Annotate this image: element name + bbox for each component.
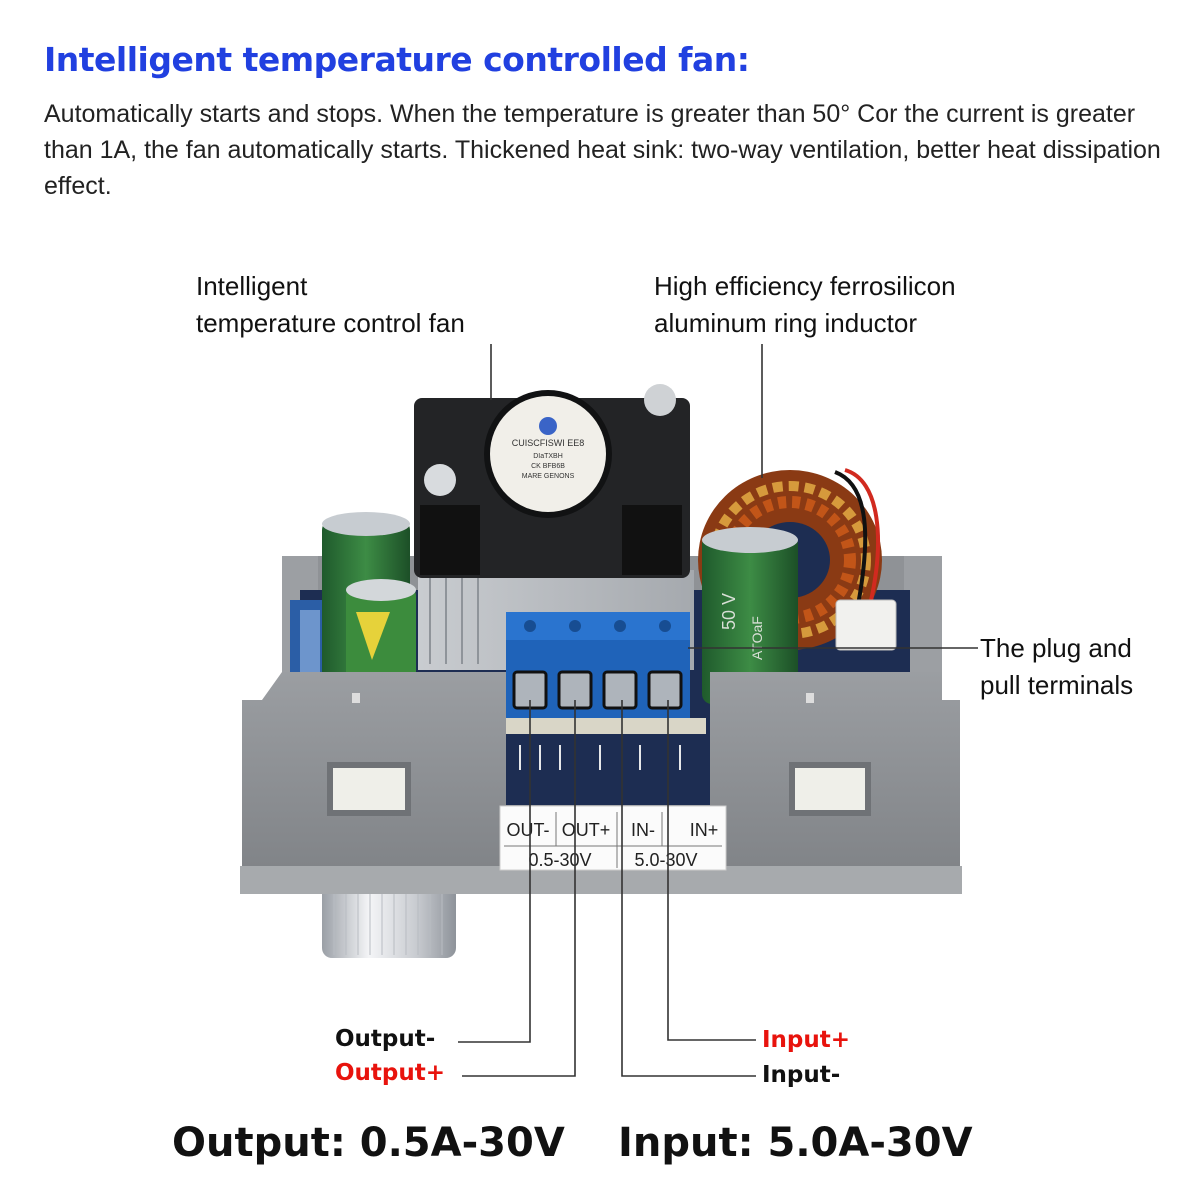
fan-label-3: CK BFB6B: [531, 463, 565, 470]
callout-leader-lines: [458, 344, 978, 1077]
capacitor-voltage: 50 V: [719, 593, 739, 630]
sticker-output-range: 0.5-30V: [528, 850, 591, 870]
capacitor-left: [322, 512, 416, 694]
input-plus-label: Input+: [762, 1027, 851, 1053]
description-text: Automatically starts and stops. When the…: [44, 100, 1161, 200]
terminals-callout-line2: pull terminals: [980, 670, 1134, 700]
output-minus-label: Output-: [335, 1026, 436, 1052]
fan-label-1: CUISCFISWI EE8: [512, 438, 585, 448]
page-title: Intelligent temperature controlled fan:: [44, 40, 750, 79]
cooling-fan: CUISCFISWI EE8 DIaTXBH CK BFB6B MARE GEN…: [414, 384, 690, 578]
fan-callout-line2: temperature control fan: [196, 308, 465, 338]
terminal-label-sticker: OUT- OUT+ IN- IN+ 0.5-30V 5.0-30V: [499, 805, 727, 871]
output-plus-label: Output+: [335, 1060, 446, 1086]
fan-label-2: DIaTXBH: [533, 453, 563, 460]
sticker-input-range: 5.0-30V: [634, 850, 697, 870]
sticker-in-minus: IN-: [631, 820, 655, 840]
fan-callout-line1: Intelligent: [196, 271, 308, 301]
output-spec: Output: 0.5A-30V: [172, 1120, 565, 1166]
fan-label-4: MARE GENONS: [522, 473, 575, 480]
adjust-knob: [322, 880, 456, 958]
front-casing: [240, 672, 962, 894]
sticker-out-minus: OUT-: [507, 820, 550, 840]
input-spec: Input: 5.0A-30V: [618, 1120, 973, 1166]
plug-pull-terminal-block: [496, 612, 706, 734]
input-minus-label: Input-: [762, 1062, 841, 1088]
inductor-callout-line1: High efficiency ferrosilicon: [654, 271, 956, 301]
sticker-out-plus: OUT+: [562, 820, 611, 840]
inductor-callout-line2: aluminum ring inductor: [654, 308, 918, 338]
capacitor-right: 50 V ATOaF: [702, 527, 798, 704]
sticker-in-plus: IN+: [690, 820, 719, 840]
capacitor-value: ATOaF: [749, 616, 765, 660]
terminals-callout-line1: The plug and: [980, 633, 1132, 663]
